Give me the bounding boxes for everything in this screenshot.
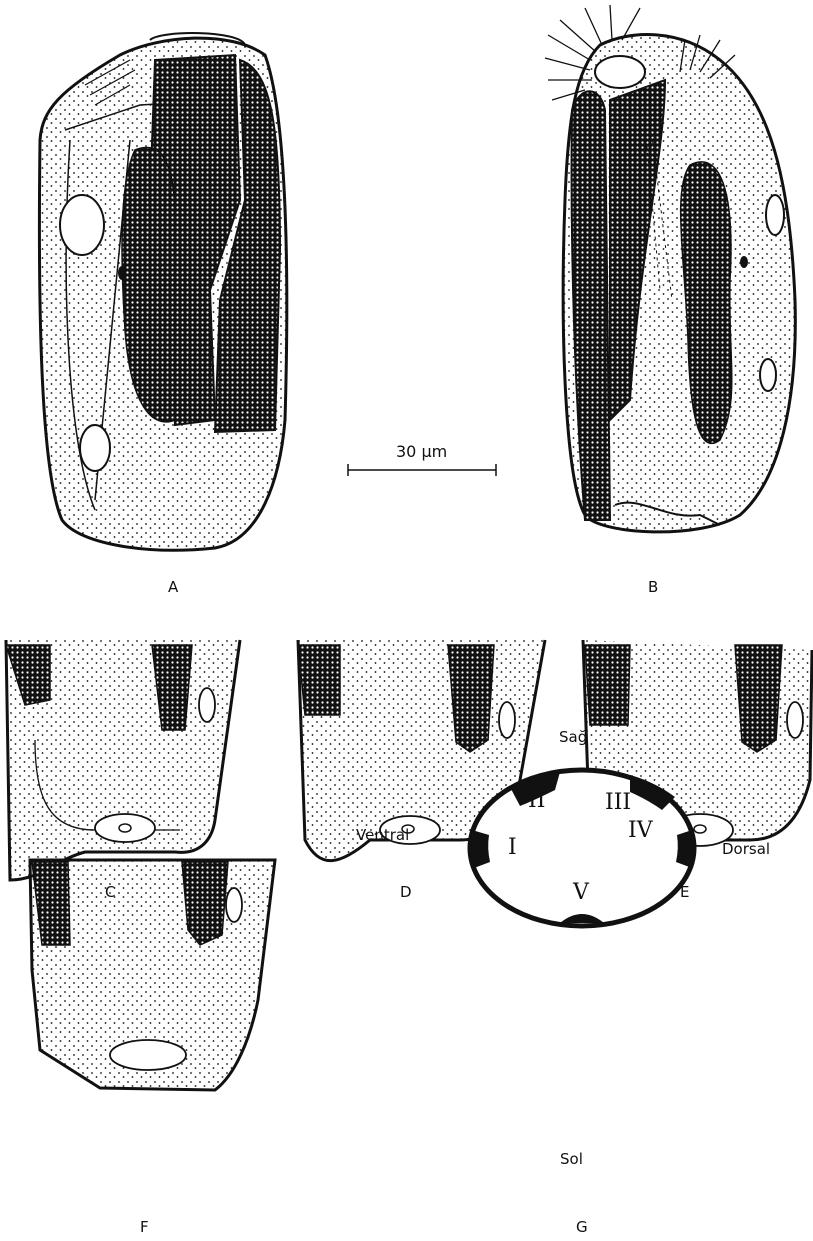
panel-label-e: E (680, 883, 689, 901)
panel-b-vacuole-2 (760, 359, 776, 391)
panel-label-g: G (576, 1218, 588, 1236)
panel-label-b: B (648, 578, 658, 596)
kinety-label-2: II (528, 788, 545, 813)
scale-bar-label: 30 µm (396, 442, 447, 461)
panel-c-drawing (6, 640, 240, 880)
orientation-right-label: Dorsal (722, 840, 770, 858)
kinety-label-1: I (508, 835, 517, 860)
panel-label-f: F (140, 1218, 149, 1236)
panel-f-drawing (30, 860, 275, 1090)
kinety-label-3: III (605, 790, 631, 815)
panel-a-drawing (39, 33, 286, 550)
panel-a-vacuole-1 (60, 195, 104, 255)
orientation-top-label: Sağ (559, 728, 587, 746)
kinety-label-5: V (573, 880, 589, 905)
orientation-left-label: Ventral (356, 826, 409, 844)
kinety-block-right (676, 830, 694, 868)
kinety-block-left (471, 830, 490, 868)
scale-bar (348, 464, 496, 476)
panel-label-d: D (400, 883, 412, 901)
panel-a-vacuole-2 (80, 425, 110, 471)
panel-b-drawing (545, 5, 795, 532)
panel-label-c: C (105, 883, 115, 901)
panel-label-a: A (168, 578, 178, 596)
orientation-bottom-label: Sol (560, 1150, 583, 1168)
panel-b-vacuole-1 (766, 195, 784, 235)
kinety-label-4: IV (628, 818, 653, 843)
